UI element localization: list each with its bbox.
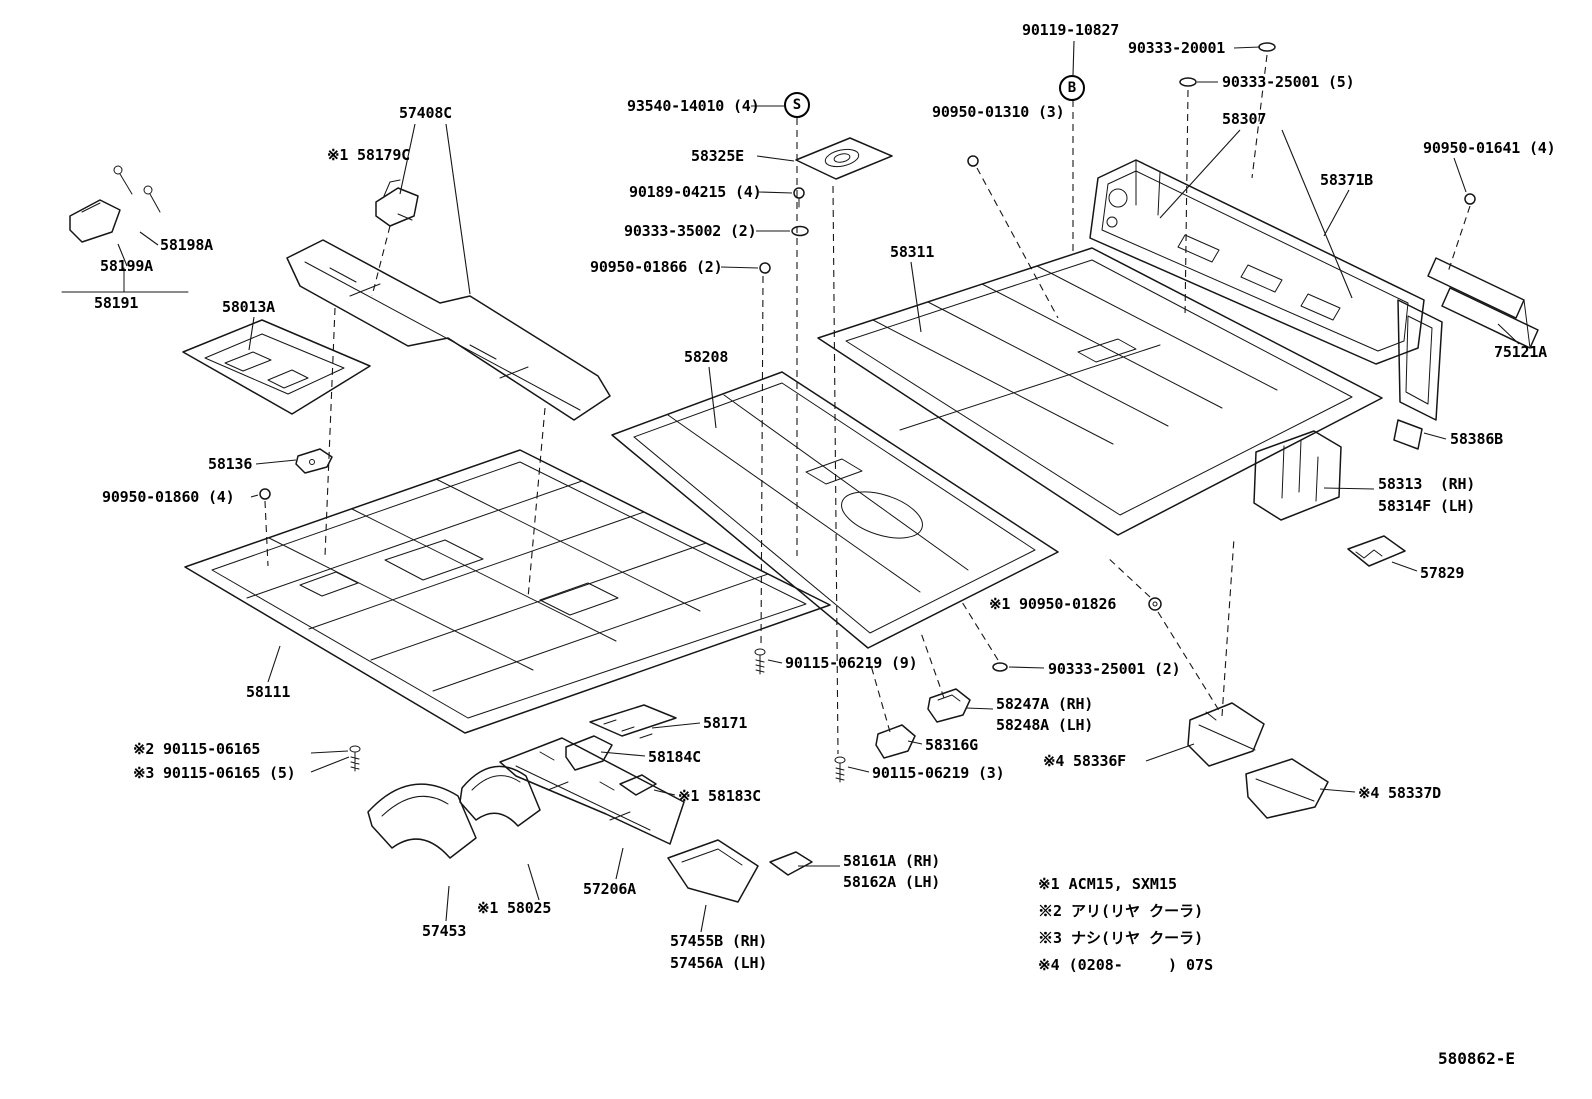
- part-label: 58161A (RH): [843, 852, 941, 870]
- part-label: ※1 90950-01826: [989, 595, 1117, 613]
- part-label: 90950-01866 (2): [590, 258, 723, 276]
- legend: ※1 ACM15, SXM15 ※2 アリ(リヤ クーラ) ※3 ナシ(リヤ クーラ…: [1038, 871, 1213, 979]
- toe-board-bracket-art: [182, 319, 371, 415]
- part-label: 58247A (RH): [996, 695, 1094, 713]
- floor-reinforcement-brackets-art: [367, 704, 813, 903]
- part-label: 58191: [94, 294, 139, 312]
- part-label: 58314F (LH): [1378, 497, 1476, 515]
- part-label: 57456A (LH): [670, 954, 768, 972]
- part-label: 58248A (LH): [996, 716, 1094, 734]
- part-label: 58316G: [925, 736, 978, 754]
- part-label: ※3 90115-06165 (5): [133, 764, 296, 782]
- leader-lines: [117, 40, 1520, 933]
- rear-end-panel-art: [1089, 159, 1443, 450]
- part-label: 90115-06219 (9): [785, 654, 918, 672]
- part-label: ※1 58183C: [678, 787, 762, 805]
- part-label: 57455B (RH): [670, 932, 768, 950]
- part-label: 58162A (LH): [843, 873, 941, 891]
- part-label: 58325E: [691, 147, 744, 165]
- part-label: 57829: [1420, 564, 1465, 582]
- part-label: 58313 (RH): [1378, 475, 1476, 493]
- front-floor-pan-art: [184, 449, 831, 734]
- callout-b: B: [1059, 75, 1085, 101]
- drawing-number: 580862-E: [1438, 1049, 1516, 1068]
- part-label: 58136: [208, 455, 253, 473]
- part-label: 58311: [890, 243, 935, 261]
- part-label: 90119-10827: [1022, 21, 1120, 39]
- legend-item: ※3 ナシ(リヤ クーラ): [1038, 929, 1204, 947]
- part-label: 57206A: [583, 880, 636, 898]
- part-label: 58184C: [648, 748, 701, 766]
- part-label: ※4 58336F: [1043, 752, 1127, 770]
- part-label: 93540-14010 (4): [627, 97, 760, 115]
- part-label: 58111: [246, 683, 291, 701]
- part-label: 58199A: [100, 257, 153, 275]
- part-label: 90950-01641 (4): [1423, 139, 1556, 157]
- rear-floor-pan-art: [817, 247, 1383, 536]
- alignment-dashed-lines: [264, 54, 1471, 755]
- part-label: ※1 58179C: [327, 146, 411, 164]
- callout-s: S: [784, 92, 810, 118]
- part-label: 75121A: [1494, 343, 1547, 361]
- rear-bumper-arm-art: [1427, 257, 1539, 349]
- part-label: 58371B: [1320, 171, 1373, 189]
- part-label: 57453: [422, 922, 467, 940]
- legend-item: ※1 ACM15, SXM15: [1038, 875, 1177, 893]
- legend-item: ※2 アリ(リヤ クーラ): [1038, 902, 1204, 920]
- part-label: ※1 58025: [477, 899, 552, 917]
- part-label: 58208: [684, 348, 729, 366]
- front-crossmember-art: [286, 239, 611, 421]
- legend-item: ※4 (0208- ) 07S: [1038, 956, 1214, 974]
- part-label: 90950-01310 (3): [932, 103, 1065, 121]
- part-label: 58198A: [160, 236, 213, 254]
- rear-floor-brackets-art: [875, 430, 1406, 819]
- part-label: 57408C: [399, 104, 452, 122]
- part-label: 90333-25001 (5): [1222, 73, 1355, 91]
- part-label: 90189-04215 (4): [629, 183, 762, 201]
- part-label: 90950-01860 (4): [102, 488, 235, 506]
- part-label: 58386B: [1450, 430, 1503, 448]
- part-label: 90115-06219 (3): [872, 764, 1005, 782]
- part-label: ※2 90115-06165: [133, 740, 261, 758]
- part-label: 90333-25001 (2): [1048, 660, 1181, 678]
- part-label: 90333-35002 (2): [624, 222, 757, 240]
- fasteners-art: [259, 42, 1476, 783]
- center-floor-pan-art: [611, 371, 1059, 649]
- part-label: 58307: [1222, 110, 1267, 128]
- small-brackets-top-art: [61, 137, 893, 474]
- part-label: 90333-20001: [1128, 39, 1226, 57]
- part-label: 58013A: [222, 298, 275, 316]
- part-label: 58171: [703, 714, 748, 732]
- part-label: ※4 58337D: [1358, 784, 1442, 802]
